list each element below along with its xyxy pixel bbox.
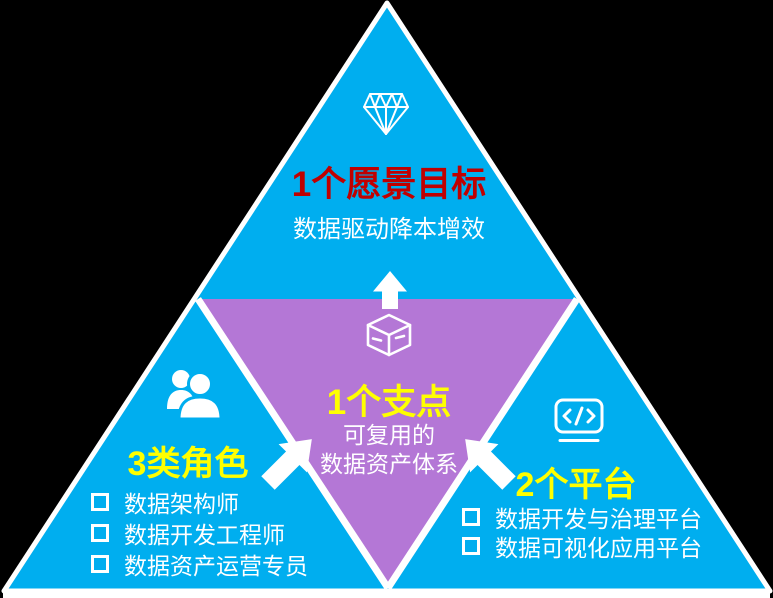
vision-title: 1个愿景目标 — [291, 165, 487, 204]
cube-icon — [366, 313, 412, 357]
square-bullet-icon — [462, 507, 480, 526]
role-item-label: 数据架构师 — [124, 490, 239, 517]
list-item: 数据架构师 — [91, 486, 308, 517]
vision-subtitle: 数据驱动降本增效 — [293, 216, 485, 243]
square-bullet-icon — [91, 554, 109, 573]
square-bullet-icon — [462, 536, 480, 555]
fulcrum-subtitle-line2: 数据资产体系 — [320, 451, 458, 477]
role-item-label: 数据资产运营专员 — [124, 552, 308, 579]
center-triangle — [198, 299, 577, 588]
fulcrum-subtitle-line1: 可复用的 — [343, 422, 435, 448]
platforms-list: 数据开发与治理平台 数据可视化应用平台 — [462, 502, 702, 561]
roles-title: 3类角色 — [127, 445, 249, 483]
platforms-title: 2个平台 — [515, 466, 637, 504]
code-icon — [554, 398, 604, 442]
square-bullet-icon — [91, 523, 109, 542]
list-item: 数据可视化应用平台 — [462, 531, 702, 561]
roles-list: 数据架构师 数据开发工程师 数据资产运营专员 — [91, 486, 308, 579]
diamond-icon — [363, 93, 409, 135]
fulcrum-title: 1个支点 — [326, 383, 452, 422]
fulcrum-subtitle: 可复用的 数据资产体系 — [264, 421, 514, 479]
base-border — [3, 590, 770, 598]
list-item: 数据资产运营专员 — [91, 548, 308, 579]
square-bullet-icon — [91, 492, 109, 511]
platform-item-label: 数据开发与治理平台 — [495, 505, 702, 532]
up-arrow-icon — [373, 271, 407, 309]
right-arrow-icon — [465, 439, 516, 490]
left-arrow-icon — [261, 439, 312, 490]
people-icon — [167, 370, 223, 421]
platform-item-label: 数据可视化应用平台 — [495, 534, 702, 561]
list-item: 数据开发工程师 — [91, 517, 308, 548]
list-item: 数据开发与治理平台 — [462, 502, 702, 532]
role-item-label: 数据开发工程师 — [124, 521, 285, 548]
